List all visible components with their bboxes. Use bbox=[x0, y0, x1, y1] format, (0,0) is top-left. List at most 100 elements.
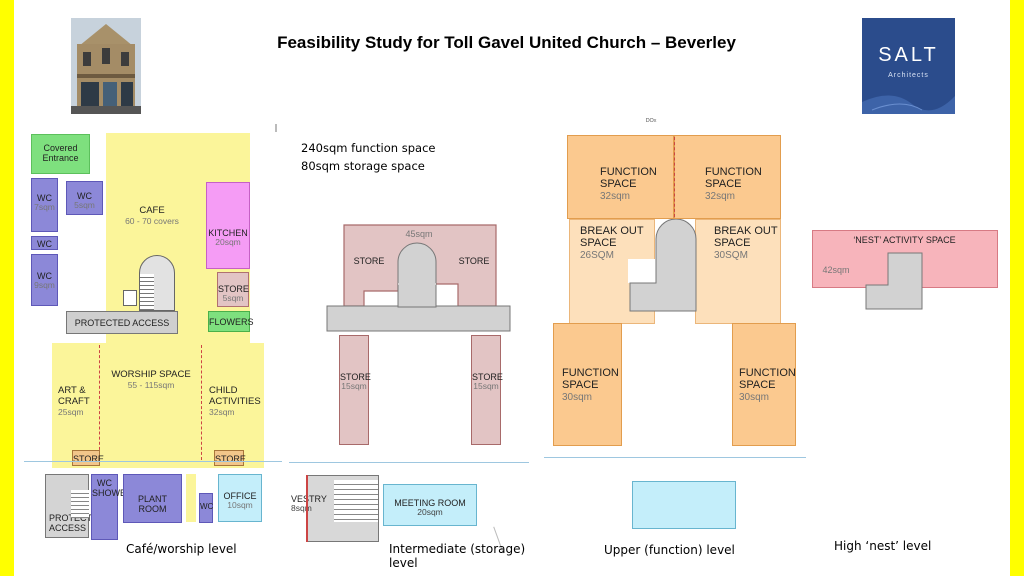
note-function-space: 240sqm function space bbox=[301, 141, 436, 155]
cafe-level-line bbox=[24, 461, 282, 462]
store-left: STORE bbox=[72, 450, 104, 466]
lower-void bbox=[186, 474, 196, 522]
cafe-title: CAFE bbox=[139, 205, 165, 216]
wc-2: WC 5sqm bbox=[66, 181, 103, 215]
note-storage-space: 80sqm storage space bbox=[301, 159, 425, 173]
wc-4-area: 9sqm bbox=[34, 280, 55, 291]
upper-cyan-room bbox=[632, 481, 736, 529]
church-photo bbox=[71, 18, 141, 114]
wc-1-label: WC bbox=[37, 193, 52, 203]
cafe-covers: 60 - 70 covers bbox=[125, 215, 179, 226]
worship-yellow-zone bbox=[52, 343, 264, 468]
flowers: FLOWERS bbox=[208, 311, 254, 332]
wc-shower: WC SHOWER bbox=[91, 474, 133, 540]
store-b: STORE bbox=[458, 256, 490, 266]
wc-2-label: WC bbox=[77, 191, 92, 201]
office: OFFICE 10sqm bbox=[218, 474, 262, 522]
intermediate-top-store bbox=[326, 224, 511, 332]
worship-area: 55 - 115sqm bbox=[127, 379, 175, 390]
fs4-area: 30sqm bbox=[739, 392, 770, 404]
art-label: ART & CRAFT bbox=[58, 385, 90, 407]
cafe-stair-treads bbox=[140, 274, 154, 310]
kitchen-label: KITCHEN bbox=[208, 228, 248, 238]
intermediate-top-area: 45sqm bbox=[405, 229, 433, 239]
meeting-area: 20sqm bbox=[417, 507, 443, 518]
function-space-2: FUNCTION SPACE 32sqm bbox=[674, 135, 781, 219]
upper-divider bbox=[674, 137, 675, 217]
wc-small: WC bbox=[199, 493, 213, 523]
nest-level-caption: High ‘nest’ level bbox=[834, 539, 932, 553]
fs1-area: 32sqm bbox=[600, 191, 631, 203]
intermediate-level-caption: Intermediate (storage) level bbox=[389, 542, 526, 570]
vestry-label: VESTRY bbox=[291, 494, 327, 504]
function-space-1: FUNCTION SPACE 32sqm bbox=[567, 135, 674, 219]
fs4-label: FUNCTION SPACE bbox=[739, 367, 796, 391]
office-label: OFFICE bbox=[223, 491, 257, 501]
kitchen-area: 20sqm bbox=[215, 237, 241, 248]
cafe-store-area: 5sqm bbox=[222, 293, 244, 304]
wc-4-label: WC bbox=[37, 271, 52, 281]
worship-label: WORSHIP SPACE bbox=[111, 369, 191, 380]
vestry-red-edge bbox=[306, 475, 308, 542]
breakout-2: BREAK OUT SPACE 30SQM bbox=[695, 219, 781, 324]
store-d: STORE 15sqm bbox=[471, 335, 503, 445]
bo1-area: 26SQM bbox=[580, 250, 614, 262]
upper-level-caption: Upper (function) level bbox=[604, 543, 735, 557]
child-label: CHILD ACTIVITIES bbox=[209, 385, 261, 407]
meeting-room: MEETING ROOM 20sqm bbox=[383, 484, 477, 526]
child-area: 32sqm bbox=[209, 406, 235, 417]
lower-stair bbox=[71, 490, 89, 518]
cafe-store-label: STORE bbox=[218, 284, 249, 294]
logo-subtext: Architects bbox=[888, 72, 929, 79]
upper-stray-text: ᴰᴼˣ bbox=[646, 117, 657, 126]
page-title: Feasibility Study for Toll Gavel United … bbox=[277, 33, 736, 52]
cafe-level-caption: Café/worship level bbox=[126, 542, 237, 556]
bo2-area: 30SQM bbox=[714, 250, 748, 262]
store-right: STORE bbox=[214, 450, 246, 466]
wc-2-area: 5sqm bbox=[74, 200, 95, 211]
store-c-area: 15sqm bbox=[341, 381, 367, 392]
salt-logo: SALT Architects bbox=[862, 18, 955, 114]
nest-label: ‘NEST’ ACTIVITY SPACE bbox=[853, 235, 956, 245]
logo-text: SALT bbox=[878, 44, 939, 66]
fs2-label: FUNCTION SPACE bbox=[705, 166, 762, 190]
meeting-label: MEETING ROOM bbox=[394, 498, 466, 508]
wc-4: WC 9sqm bbox=[31, 254, 58, 306]
wc-1-area: 7sqm bbox=[34, 202, 55, 213]
upper-stair-core bbox=[628, 219, 697, 312]
store-a: STORE bbox=[353, 256, 385, 266]
art-craft: ART & CRAFT 25sqm bbox=[58, 385, 98, 418]
function-space-3: FUNCTION SPACE 30sqm bbox=[553, 323, 622, 446]
plant-room: PLANT ROOM bbox=[123, 474, 182, 523]
store-d-label: STORE bbox=[472, 372, 503, 382]
fs2-area: 32sqm bbox=[705, 191, 736, 203]
intermediate-level-line bbox=[289, 462, 529, 463]
cafe-label: CAFE 60 - 70 covers bbox=[106, 205, 198, 227]
wc-3: WC bbox=[31, 236, 58, 250]
protected-access: PROTECTED ACCESS bbox=[66, 311, 178, 334]
art-area: 25sqm bbox=[58, 406, 84, 417]
upper-level-line bbox=[544, 457, 806, 458]
fs3-area: 30sqm bbox=[562, 392, 593, 404]
worship-divider-right bbox=[201, 345, 202, 460]
nest-stair-core bbox=[865, 252, 923, 310]
nest-area: 42sqm bbox=[822, 265, 850, 275]
worship-divider-left bbox=[99, 345, 100, 460]
cafe-lift bbox=[123, 290, 137, 306]
cafe-store: STORE 5sqm bbox=[217, 272, 249, 307]
worship-space: WORSHIP SPACE 55 - 115sqm bbox=[106, 369, 196, 391]
store-d-area: 15sqm bbox=[473, 381, 499, 392]
slide: Feasibility Study for Toll Gavel United … bbox=[14, 0, 1010, 576]
vestry-area: 8sqm bbox=[291, 503, 312, 514]
fs1-label: FUNCTION SPACE bbox=[600, 166, 657, 190]
fs3-label: FUNCTION SPACE bbox=[562, 367, 619, 391]
bo1-label: BREAK OUT SPACE bbox=[580, 225, 644, 249]
function-space-4: FUNCTION SPACE 30sqm bbox=[732, 323, 796, 446]
stray-mark bbox=[275, 124, 277, 132]
wc-1: WC 7sqm bbox=[31, 178, 58, 232]
kitchen: KITCHEN 20sqm bbox=[206, 182, 250, 269]
child-activities: CHILD ACTIVITIES 32sqm bbox=[209, 385, 264, 418]
store-c-label: STORE bbox=[340, 372, 371, 382]
covered-entrance: Covered Entrance bbox=[31, 134, 90, 174]
vestry-stair bbox=[334, 480, 378, 522]
